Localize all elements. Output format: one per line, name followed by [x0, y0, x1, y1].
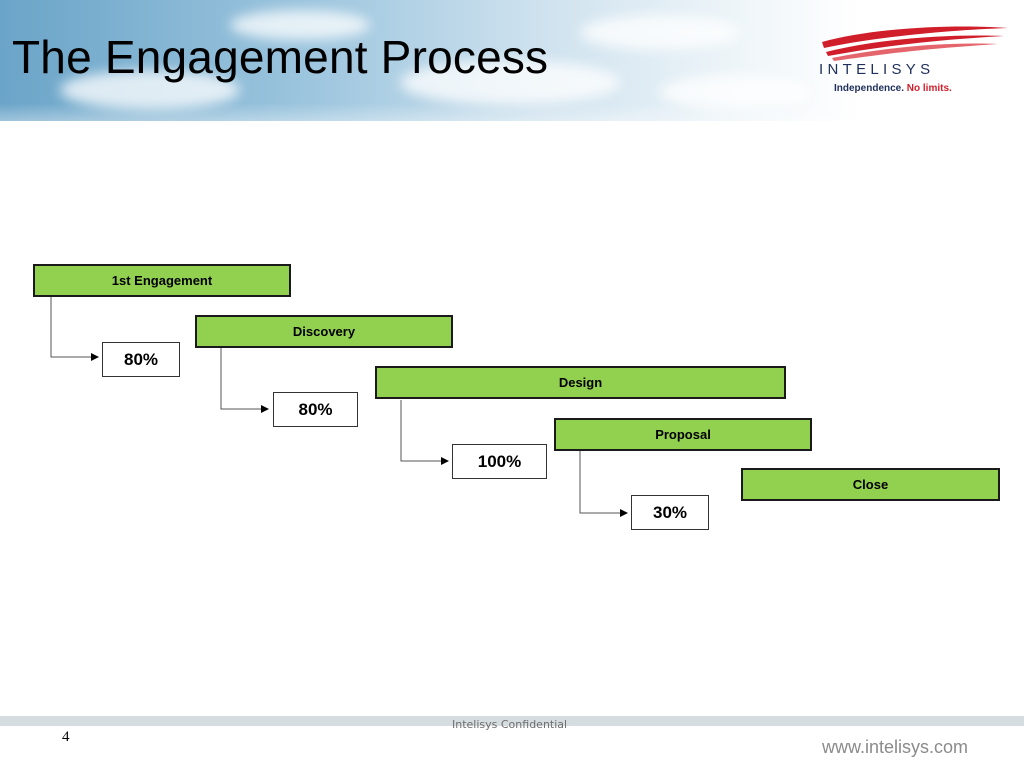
intelisys-logo: INTELISYS Independence. No limits.	[812, 22, 1012, 102]
sky-cloud	[230, 10, 370, 40]
header-banner: The Engagement Process	[0, 0, 1024, 121]
logo-name: INTELISYS	[819, 61, 935, 78]
sky-cloud	[400, 60, 620, 105]
connector-arrow	[579, 451, 628, 517]
website-url: www.intelisys.com	[822, 737, 969, 757]
stage-design: Design	[375, 366, 786, 399]
slide-title: The Engagement Process	[12, 31, 549, 83]
conversion-rate-1: 80%	[102, 342, 180, 377]
footer-confidential: Intelisys Confidential	[452, 718, 568, 731]
stage-proposal: Proposal	[554, 418, 812, 451]
logo-tagline-no-limits: No limits.	[906, 83, 952, 94]
connector-arrow	[50, 297, 99, 361]
logo-swoosh-icon	[822, 26, 1008, 61]
conversion-rate-2: 80%	[273, 392, 358, 427]
stage-discovery: Discovery	[195, 315, 453, 348]
stage-close: Close	[741, 468, 1000, 501]
logo-tagline: Independence. No limits.	[834, 83, 952, 94]
stage-1st-engagement: 1st Engagement	[33, 264, 291, 297]
page-number: 4	[62, 729, 70, 745]
sky-cloud	[660, 75, 810, 110]
connector-arrow	[220, 348, 269, 413]
logo-tagline-independence: Independence.	[834, 83, 905, 94]
conversion-rate-4: 30%	[631, 495, 709, 530]
conversion-rate-3: 100%	[452, 444, 547, 479]
header-fade	[0, 103, 1024, 121]
sky-cloud	[580, 15, 740, 50]
sky-cloud	[60, 70, 240, 110]
footer-band	[0, 716, 1024, 726]
connector-arrow	[400, 400, 449, 465]
